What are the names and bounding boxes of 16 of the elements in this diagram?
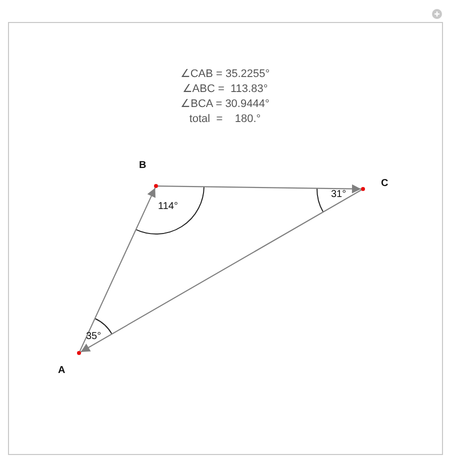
arrow xyxy=(79,188,156,352)
angle-measure-text: ∠ABC = 113.83° xyxy=(181,82,269,96)
arrow xyxy=(80,190,362,352)
point-label: A xyxy=(58,365,66,377)
arrow xyxy=(158,184,361,194)
angle-measure-text: ∠BCA = 30.9444° xyxy=(180,97,270,111)
angle-label: 114° xyxy=(158,201,178,213)
point-label: C xyxy=(381,178,388,190)
angle-measure-text: total = 180.° xyxy=(188,112,262,126)
angle-measure-text: ∠CAB = 35.2255° xyxy=(179,67,271,81)
point-label: B xyxy=(139,160,146,172)
angle-label: 35° xyxy=(86,331,102,343)
point-marker xyxy=(361,187,365,191)
point-marker xyxy=(77,351,81,355)
angle-label: 31° xyxy=(331,189,346,201)
point-marker xyxy=(154,184,158,188)
